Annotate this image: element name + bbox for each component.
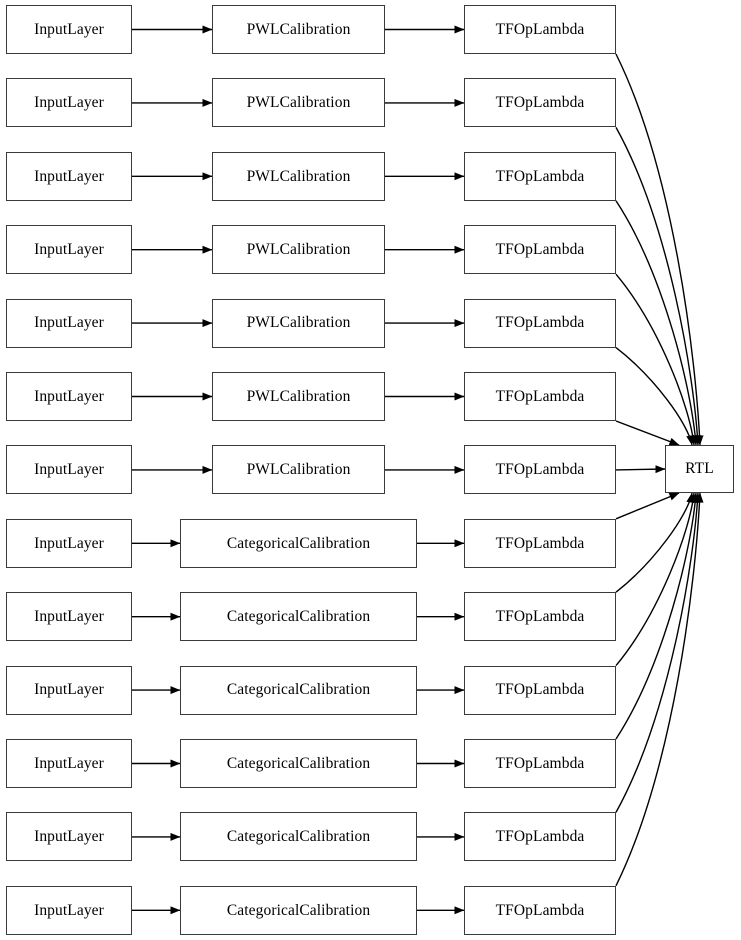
categorical-calibration-node[interactable]: CategoricalCalibration xyxy=(180,592,417,642)
pwl-calibration-node-label: PWLCalibration xyxy=(246,240,351,258)
pwl-calibration-node[interactable]: PWLCalibration xyxy=(212,445,385,495)
tfoplambda-node-label: TFOpLambda xyxy=(495,20,585,38)
pwl-calibration-node-label: PWLCalibration xyxy=(246,94,351,112)
pwl-calibration-node[interactable]: PWLCalibration xyxy=(212,151,385,201)
edge-lambda-to-rtl xyxy=(615,127,702,446)
tfoplambda-node-label: TFOpLambda xyxy=(495,387,585,405)
categorical-calibration-node-label: CategoricalCalibration xyxy=(226,607,371,625)
input-layer-node[interactable]: InputLayer xyxy=(6,885,132,935)
input-layer-node-label: InputLayer xyxy=(34,754,104,772)
tfoplambda-node[interactable]: TFOpLambda xyxy=(464,885,616,935)
tfoplambda-node-label: TFOpLambda xyxy=(495,828,585,846)
tfoplambda-node[interactable]: TFOpLambda xyxy=(464,225,616,275)
tfoplambda-node-label: TFOpLambda xyxy=(495,314,585,332)
tfoplambda-node[interactable]: TFOpLambda xyxy=(464,518,616,568)
tfoplambda-node-label: TFOpLambda xyxy=(495,534,585,552)
input-layer-node-label: InputLayer xyxy=(34,167,104,185)
tfoplambda-node[interactable]: TFOpLambda xyxy=(464,739,616,788)
input-layer-node-label: InputLayer xyxy=(34,94,104,112)
categorical-calibration-node-label: CategoricalCalibration xyxy=(226,681,371,699)
input-layer-node[interactable]: InputLayer xyxy=(6,592,132,642)
input-layer-node-label: InputLayer xyxy=(34,20,104,38)
pwl-calibration-node-label: PWLCalibration xyxy=(246,20,351,38)
input-layer-node-label: InputLayer xyxy=(34,607,104,625)
pwl-calibration-node-label: PWLCalibration xyxy=(246,461,351,479)
pwl-calibration-node[interactable]: PWLCalibration xyxy=(212,225,385,275)
pwl-calibration-node[interactable]: PWLCalibration xyxy=(212,5,385,54)
edge-lambda-to-rtl xyxy=(615,492,700,740)
edge-lambda-to-rtl xyxy=(615,492,697,667)
tfoplambda-node[interactable]: TFOpLambda xyxy=(464,5,616,54)
tfoplambda-node-label: TFOpLambda xyxy=(495,240,585,258)
categorical-calibration-node[interactable]: CategoricalCalibration xyxy=(180,739,417,788)
categorical-calibration-node-label: CategoricalCalibration xyxy=(226,754,371,772)
tfoplambda-node[interactable]: TFOpLambda xyxy=(464,298,616,348)
input-layer-node[interactable]: InputLayer xyxy=(6,372,132,421)
input-layer-node-label: InputLayer xyxy=(34,534,104,552)
input-layer-node[interactable]: InputLayer xyxy=(6,739,132,788)
pwl-calibration-node-label: PWLCalibration xyxy=(246,387,351,405)
pwl-calibration-node-label: PWLCalibration xyxy=(246,314,351,332)
edge-lambda-to-rtl xyxy=(615,492,704,887)
edge-lambda-to-rtl xyxy=(615,492,680,520)
edge-lambda-to-rtl xyxy=(615,492,702,813)
input-layer-node-label: InputLayer xyxy=(34,828,104,846)
tfoplambda-node-label: TFOpLambda xyxy=(495,607,585,625)
input-layer-node[interactable]: InputLayer xyxy=(6,665,132,715)
input-layer-node-label: InputLayer xyxy=(34,681,104,699)
categorical-calibration-node[interactable]: CategoricalCalibration xyxy=(180,812,417,862)
input-layer-node[interactable]: InputLayer xyxy=(6,151,132,201)
input-layer-node[interactable]: InputLayer xyxy=(6,298,132,348)
tfoplambda-node-label: TFOpLambda xyxy=(495,901,585,919)
tfoplambda-node-label: TFOpLambda xyxy=(495,681,585,699)
input-layer-node[interactable]: InputLayer xyxy=(6,225,132,275)
tfoplambda-node-label: TFOpLambda xyxy=(495,754,585,772)
tfoplambda-node[interactable]: TFOpLambda xyxy=(464,372,616,421)
rtl-node[interactable]: RTL xyxy=(665,445,734,493)
input-layer-node-label: InputLayer xyxy=(34,387,104,405)
categorical-calibration-node-label: CategoricalCalibration xyxy=(226,534,371,552)
pwl-calibration-node[interactable]: PWLCalibration xyxy=(212,78,385,128)
categorical-calibration-node-label: CategoricalCalibration xyxy=(226,901,371,919)
edge-lambda-to-rtl xyxy=(615,347,695,446)
pwl-calibration-node[interactable]: PWLCalibration xyxy=(212,372,385,421)
edge-lambda-to-rtl xyxy=(615,465,666,474)
edge-lambda-to-rtl xyxy=(615,420,680,446)
tfoplambda-node[interactable]: TFOpLambda xyxy=(464,445,616,495)
tfoplambda-node[interactable]: TFOpLambda xyxy=(464,592,616,642)
categorical-calibration-node[interactable]: CategoricalCalibration xyxy=(180,665,417,715)
edge-lambda-to-rtl xyxy=(615,53,704,446)
tfoplambda-node[interactable]: TFOpLambda xyxy=(464,151,616,201)
categorical-calibration-node[interactable]: CategoricalCalibration xyxy=(180,518,417,568)
input-layer-node-label: InputLayer xyxy=(34,461,104,479)
pwl-calibration-node-label: PWLCalibration xyxy=(246,167,351,185)
edge-lambda-to-rtl xyxy=(615,200,700,446)
input-layer-node[interactable]: InputLayer xyxy=(6,78,132,128)
pwl-calibration-node[interactable]: PWLCalibration xyxy=(212,298,385,348)
input-layer-node-label: InputLayer xyxy=(34,901,104,919)
tfoplambda-node-label: TFOpLambda xyxy=(495,461,585,479)
edge-lambda-to-rtl xyxy=(615,492,695,593)
categorical-calibration-node[interactable]: CategoricalCalibration xyxy=(180,885,417,935)
input-layer-node[interactable]: InputLayer xyxy=(6,812,132,862)
tfoplambda-node[interactable]: TFOpLambda xyxy=(464,665,616,715)
rtl-node-label: RTL xyxy=(685,460,714,478)
edge-lambda-to-rtl xyxy=(615,273,697,446)
input-layer-node-label: InputLayer xyxy=(34,240,104,258)
tfoplambda-node-label: TFOpLambda xyxy=(495,94,585,112)
input-layer-node[interactable]: InputLayer xyxy=(6,445,132,495)
tfoplambda-node[interactable]: TFOpLambda xyxy=(464,812,616,862)
tfoplambda-node[interactable]: TFOpLambda xyxy=(464,78,616,128)
tfoplambda-node-label: TFOpLambda xyxy=(495,167,585,185)
categorical-calibration-node-label: CategoricalCalibration xyxy=(226,828,371,846)
input-layer-node[interactable]: InputLayer xyxy=(6,518,132,568)
input-layer-node-label: InputLayer xyxy=(34,314,104,332)
input-layer-node[interactable]: InputLayer xyxy=(6,5,132,54)
